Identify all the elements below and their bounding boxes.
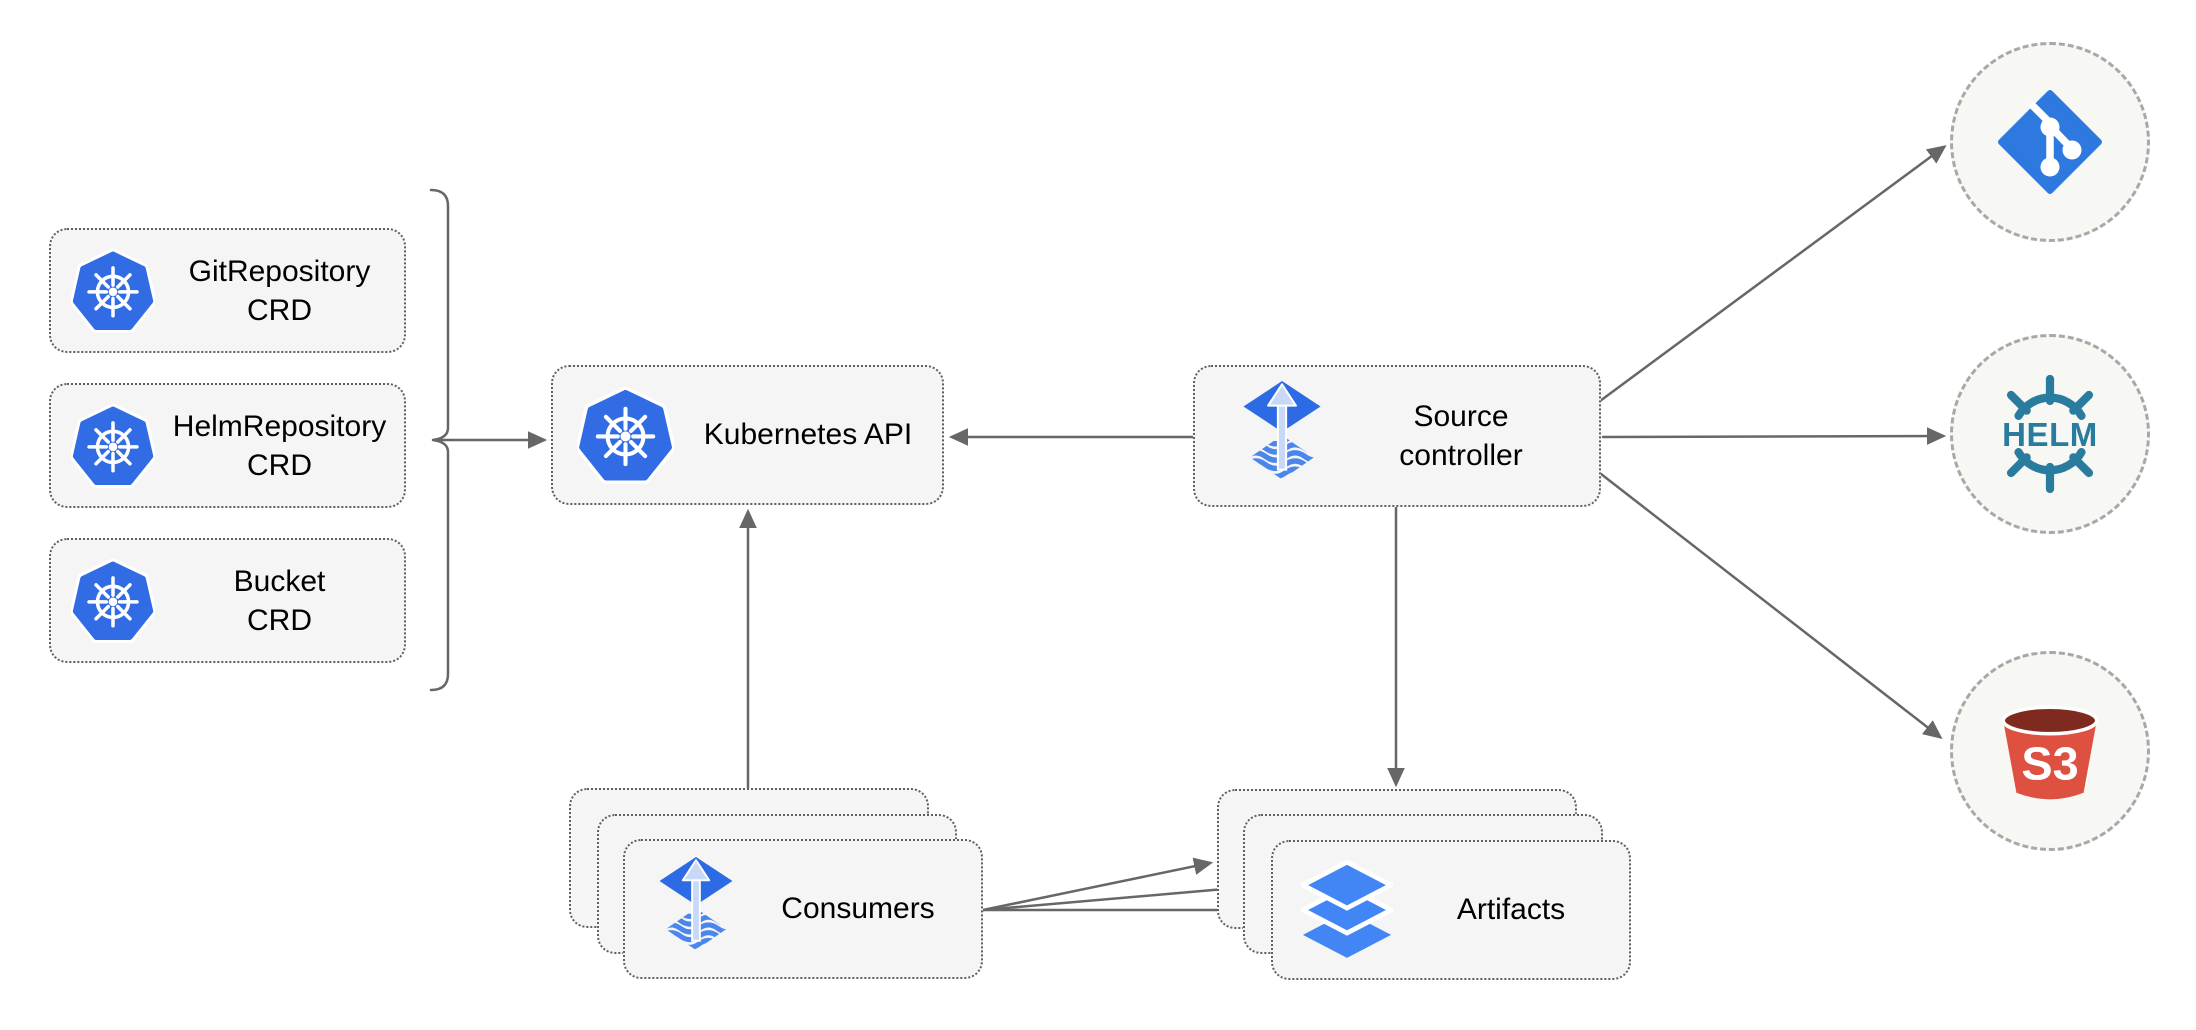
arrow-source-controller-to-git (1598, 145, 1947, 403)
arrow-consumers-to-artifacts-2 (981, 880, 1240, 912)
flux-icon (1241, 381, 1323, 491)
helm-icon: HELM (2002, 374, 2098, 494)
node-consumers: Consumers (623, 839, 983, 979)
node-git-source (1950, 42, 2150, 242)
node-source-controller: Source controller (1193, 365, 1601, 507)
node-label: Source controller (1399, 400, 1523, 472)
node-s3-source: S3 (1950, 651, 2150, 851)
flux-icon (657, 857, 735, 961)
s3-bucket-icon: S3 (2001, 705, 2099, 800)
node-label: HelmRepository CRD (172, 409, 387, 482)
kubernetes-icon (577, 387, 674, 484)
s3-wordmark: S3 (2021, 737, 2078, 789)
kubernetes-icon (71, 404, 155, 488)
helm-wordmark: HELM (2002, 416, 2098, 453)
node-label: Bucket CRD (233, 564, 326, 637)
node-label: Kubernetes API (703, 418, 913, 451)
kubernetes-icon (71, 249, 155, 333)
node-label: Consumers (781, 892, 935, 925)
node-artifacts: Artifacts (1271, 840, 1631, 980)
node-bucket-crd: Bucket CRD (49, 538, 406, 663)
arrow-source-controller-to-s3 (1599, 472, 1943, 739)
node-label: GitRepository CRD (188, 254, 371, 327)
git-icon (1998, 90, 2102, 194)
node-label: Artifacts (1456, 893, 1566, 926)
layers-icon (1301, 860, 1393, 960)
node-kubernetes-api: Kubernetes API (551, 365, 944, 505)
node-helmrepository-crd: HelmRepository CRD (49, 383, 406, 508)
kubernetes-icon (71, 559, 155, 643)
arrow-consumers-to-artifacts-1 (981, 857, 1214, 912)
node-gitrepository-crd: GitRepository CRD (49, 228, 406, 353)
arrow-source-controller-to-helm (1601, 427, 1947, 445)
node-helm-source: HELM (1950, 334, 2150, 534)
